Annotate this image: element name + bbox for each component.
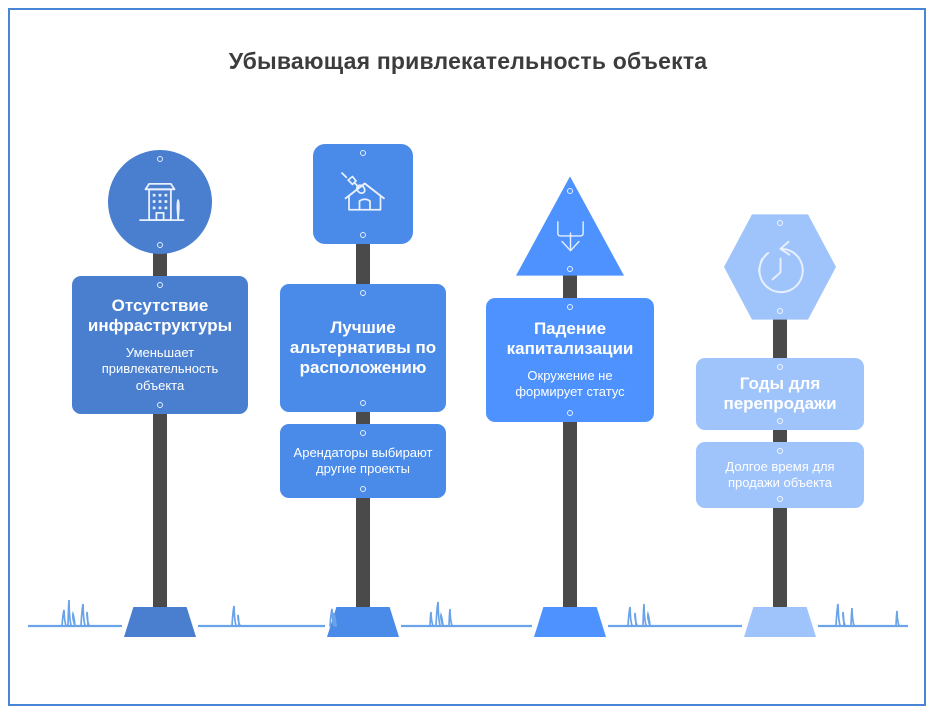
sign-bolt — [567, 410, 573, 416]
clock-rewind-icon — [749, 237, 812, 300]
sign-panel-title[interactable]: Лучшие альтернативы по расположению — [280, 284, 446, 412]
sign-body: Долгое время для продажи объекта — [725, 458, 835, 490]
sign-bolt — [157, 156, 163, 162]
page-title: Убывающая привлекательность объекта — [228, 48, 708, 74]
sign-head-rounded-square[interactable] — [313, 144, 413, 244]
signpost-base — [744, 607, 816, 637]
sign-head-triangle[interactable] — [516, 172, 624, 280]
sign-title: Лучшие альтернативы по расположению — [289, 318, 437, 377]
sign-bolt — [360, 400, 366, 406]
sign-bolt — [157, 242, 163, 248]
house-key-icon — [335, 166, 391, 222]
sign-panel-body[interactable]: Арендаторы выбирают другие проекты — [280, 424, 446, 498]
building-tree-icon — [131, 173, 189, 231]
sign-bolt — [360, 290, 366, 296]
sign-body: Арендаторы выбирают другие проекты — [293, 444, 433, 476]
sign-title: Падение капитализации — [506, 319, 634, 359]
sign-bolt — [567, 266, 573, 272]
sign-panel-title[interactable]: Годы для перепродажи — [696, 358, 864, 430]
sign-panel-body[interactable]: Долгое время для продажи объекта — [696, 442, 864, 508]
sign-bolt — [567, 304, 573, 310]
sign-bolt — [777, 308, 783, 314]
sign-title: Отсутствие инфраструктуры — [87, 296, 233, 336]
sign-bolt — [777, 220, 783, 226]
signpost-base — [124, 607, 196, 637]
signpost-base — [327, 607, 399, 637]
sign-head-hexagon[interactable] — [724, 211, 836, 323]
sign-title: Годы для перепродажи — [723, 374, 837, 413]
sign-body: Уменьшает привлекательность объекта — [101, 345, 219, 393]
signpost-base — [534, 607, 606, 637]
sign-body: Окружение не формирует статус — [515, 368, 625, 400]
sign-bolt — [360, 232, 366, 238]
sign-bolt — [157, 402, 163, 408]
sign-bolt — [360, 486, 366, 492]
sign-bolt — [360, 150, 366, 156]
down-arrow-tray-icon — [548, 212, 593, 257]
sign-bolt — [360, 430, 366, 436]
sign-bolt — [777, 418, 783, 424]
sign-bolt — [777, 496, 783, 502]
sign-bolt — [777, 448, 783, 454]
sign-head-circle[interactable] — [108, 150, 212, 254]
sign-bolt — [567, 188, 573, 194]
sign-bolt — [157, 282, 163, 288]
sign-bolt — [777, 364, 783, 370]
